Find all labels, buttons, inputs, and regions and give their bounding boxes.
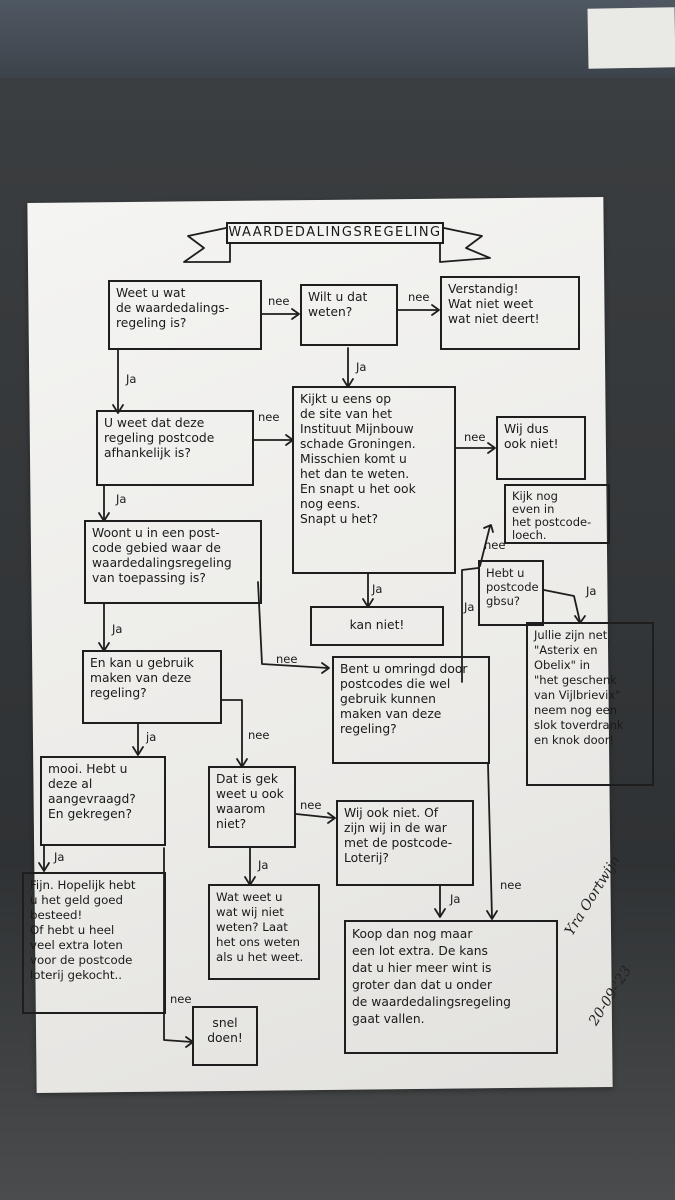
box-a-cannot: kan niet! xyxy=(310,606,444,646)
label-nee-live-area: nee xyxy=(276,652,298,666)
label-ja-know: Ja xyxy=(126,372,137,386)
label-ja-surrounded: Ja xyxy=(464,600,475,614)
label-nee-gbsu: nee xyxy=(484,538,506,552)
flowchart-title: WAARDEDALINGSREGELING xyxy=(226,222,444,244)
label-nee-know-want: nee xyxy=(268,294,290,308)
box-a-sensible: Verstandig! Wat niet weet wat niet deert… xyxy=(440,276,580,350)
label-nee-applied: nee xyxy=(170,992,192,1006)
box-a-look-again: Kijk nog even in het postcode- loech. xyxy=(504,484,610,544)
label-nee-surrounded: nee xyxy=(500,878,522,892)
label-ja-want: Ja xyxy=(356,360,367,374)
label-nee-look-site: nee xyxy=(464,430,486,444)
background-paper-scrap xyxy=(587,7,675,69)
box-q-postcode-dependent: U weet dat deze regeling postcode afhank… xyxy=(96,410,254,486)
box-a-buy-lot: Koop dan nog maar een lot extra. De kans… xyxy=(344,920,558,1054)
label-ja-war: Ja xyxy=(450,892,461,906)
box-a-fine-hope: Fijn. Hopelijk hebt u het geld goed best… xyxy=(22,872,166,1014)
label-ja-weird: Ja xyxy=(258,858,269,872)
box-q-want: Wilt u dat weten? xyxy=(300,284,398,346)
box-q-weird: Dat is gek weet u ook waarom niet? xyxy=(208,766,296,848)
box-q-postcode-gbsu: Hebt u postcode gbsu? xyxy=(478,560,544,626)
label-ja-applied: Ja xyxy=(54,850,65,864)
box-a-asterix: Jullie zijn net "Asterix en Obelix" in "… xyxy=(526,622,654,786)
box-q-live-area: Woont u in een post- code gebied waar de… xyxy=(84,520,262,604)
label-ja-look-site: Ja xyxy=(372,582,383,596)
label-ja-postcode: Ja xyxy=(116,492,127,506)
label-ja-can-use: ja xyxy=(146,730,157,744)
box-a-we-neither: Wij dus ook niet! xyxy=(496,416,586,480)
label-nee-postcode: nee xyxy=(258,410,280,424)
background-top xyxy=(0,0,675,78)
box-a-look-site: Kijkt u eens op de site van het Instituu… xyxy=(292,386,456,574)
box-a-quick: snel doen! xyxy=(192,1006,258,1066)
box-q-we-neither-war: Wij ook niet. Of zijn wij in de war met … xyxy=(336,800,474,886)
box-q-can-use: En kan u gebruik maken van deze regeling… xyxy=(82,650,222,724)
label-nee-weird: nee xyxy=(300,798,322,812)
box-q-applied: mooi. Hebt u deze al aangevraagd? En gek… xyxy=(40,756,166,846)
box-q-know: Weet u wat de waardedalings- regeling is… xyxy=(108,280,262,350)
label-ja-gbsu-right: Ja xyxy=(586,584,597,598)
box-a-what-you-know: Wat weet u wat wij niet weten? Laat het … xyxy=(208,884,320,980)
label-ja-live-area: Ja xyxy=(112,622,123,636)
box-q-surrounded: Bent u omringd door postcodes die wel ge… xyxy=(332,656,490,764)
label-nee-want-sensible: nee xyxy=(408,290,430,304)
label-nee-can-use: nee xyxy=(248,728,270,742)
